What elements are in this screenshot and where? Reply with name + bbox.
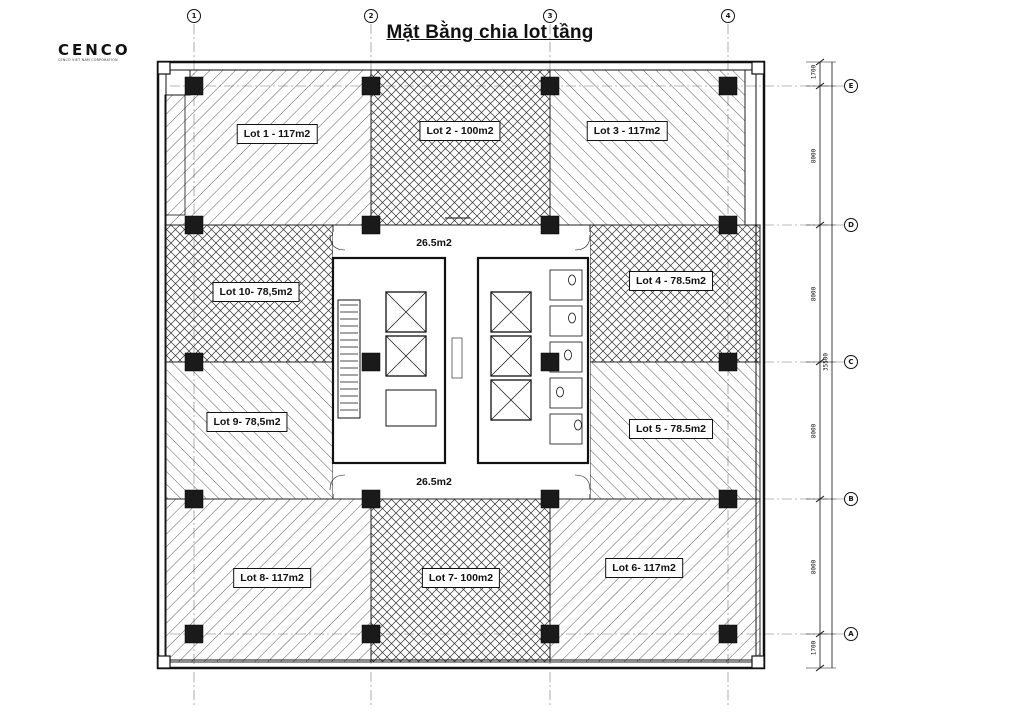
door-swing: [574, 474, 591, 491]
elevator-cross-b: [385, 335, 427, 377]
core-note-box: [451, 337, 463, 379]
column: [361, 489, 381, 509]
column: [361, 76, 381, 96]
corner-notch: [751, 61, 765, 75]
grid-axis-d: D: [844, 218, 858, 232]
dim-slash: [815, 358, 825, 366]
column: [184, 352, 204, 372]
toilet-cubicle: [549, 413, 583, 445]
dimension-bay-4: 8000: [810, 559, 818, 575]
corner-notch: [157, 655, 171, 669]
lot-2-area: [370, 69, 551, 226]
company-logo: CENCO CENCO VIET NAM CORPORATION: [58, 42, 138, 62]
lobby-label-bottom: 26.5m2: [416, 476, 452, 488]
lot-label-1: Lot 1 - 117m2: [236, 124, 318, 144]
toilet-fixture: [574, 419, 582, 431]
lot-label-4: Lot 4 - 78.5m2: [628, 271, 714, 291]
column: [361, 215, 381, 235]
toilet-fixture: [568, 274, 576, 286]
corner-notch: [157, 61, 171, 75]
column: [718, 215, 738, 235]
column: [361, 624, 381, 644]
column: [184, 489, 204, 509]
column: [718, 624, 738, 644]
dim-slash: [815, 630, 825, 638]
grid-axis-1: 1: [187, 9, 201, 23]
lot-label-9: Lot 9- 78,5m2: [206, 412, 288, 432]
grid-axis-e: E: [844, 79, 858, 93]
column: [718, 76, 738, 96]
logo-tagline: CENCO VIET NAM CORPORATION: [58, 58, 118, 62]
dimension-bay-1: 8000: [810, 148, 818, 164]
elevator-cross-b: [385, 291, 427, 333]
lot-label-5: Lot 5 - 78.5m2: [628, 419, 714, 439]
dimension-bay-3: 8000: [810, 423, 818, 439]
toilet-cubicle: [549, 269, 583, 301]
grid-axis-3: 3: [543, 9, 557, 23]
elevator-cross-b: [490, 379, 532, 421]
lot-4-area: [589, 224, 761, 363]
door-swing: [329, 474, 346, 491]
dim-slash: [815, 58, 825, 66]
lot-label-7: Lot 7- 100m2: [421, 568, 501, 588]
lot-label-2: Lot 2 - 100m2: [419, 121, 501, 141]
dim-slash: [815, 82, 825, 90]
dim-slash: [815, 664, 825, 672]
column: [540, 489, 560, 509]
lobby-label-top: 26.5m2: [416, 237, 452, 249]
dim-slash: [815, 495, 825, 503]
lot-label-6: Lot 6- 117m2: [605, 558, 683, 578]
dim-slash: [815, 221, 825, 229]
column: [361, 352, 381, 372]
column: [540, 624, 560, 644]
column: [184, 76, 204, 96]
toilet-fixture: [556, 386, 564, 398]
grid-axis-b: B: [844, 492, 858, 506]
dimension-bay-2: 8000: [810, 286, 818, 302]
toilet-cubicle: [549, 305, 583, 337]
grid-axis-c: C: [844, 355, 858, 369]
dimension-bottom-edge: 1700: [810, 640, 818, 656]
grid-axis-2: 2: [364, 9, 378, 23]
structural-columns: [157, 61, 765, 669]
dimension-top-edge: 1700: [810, 64, 818, 80]
service-shaft: [164, 94, 186, 216]
building-walls: [156, 60, 766, 670]
column: [718, 352, 738, 372]
column: [184, 215, 204, 235]
outer-wall: [156, 60, 766, 670]
corner-notch: [751, 655, 765, 669]
door-swing: [329, 234, 346, 251]
toilet-cubicle: [549, 377, 583, 409]
lot-areas: [164, 69, 761, 663]
column: [540, 352, 560, 372]
door-swing: [574, 234, 591, 251]
column: [718, 489, 738, 509]
logo-name: CENCO: [58, 41, 131, 59]
lot-3-area: [549, 69, 746, 226]
column: [540, 215, 560, 235]
dimension-total: 35500: [822, 352, 830, 372]
lot-label-8: Lot 8- 117m2: [233, 568, 311, 588]
column: [184, 624, 204, 644]
page-title: Mặt Bằng chia lot tầng: [386, 22, 594, 43]
grid-axis-a: A: [844, 627, 858, 641]
grid-axis-4: 4: [721, 9, 735, 23]
elevator-cross-b: [490, 335, 532, 377]
column: [540, 76, 560, 96]
inner-wall: [165, 69, 757, 661]
toilet-fixture: [564, 349, 572, 361]
toilet-fixture: [568, 312, 576, 324]
stair-well: [337, 299, 361, 419]
lot-label-10: Lot 10- 78,5m2: [212, 282, 300, 302]
lot-label-3: Lot 3 - 117m2: [586, 121, 668, 141]
service-room-left: [385, 389, 437, 427]
elevator-cross-b: [490, 291, 532, 333]
dimension-lines: [806, 58, 836, 672]
